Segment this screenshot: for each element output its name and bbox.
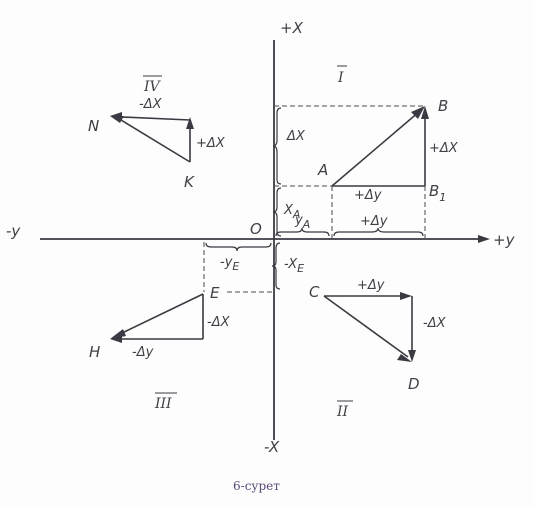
point-n-label: N — [88, 117, 99, 135]
vector-kn — [120, 119, 191, 163]
q1-dy-bottom-brace — [333, 227, 424, 237]
q2-delta-y-label: +Δy — [357, 278, 385, 293]
x-axis-positive-label: +X — [280, 19, 304, 37]
q1-dx-brace — [272, 107, 282, 185]
xa-label: XA — [283, 203, 300, 221]
ya-brace — [275, 227, 330, 237]
vector-minus-dy-h-arrow — [110, 335, 122, 343]
point-k-label: K — [184, 173, 195, 191]
y-axis-positive-label: +y — [493, 231, 516, 249]
q3-delta-x-label: -ΔX — [207, 315, 231, 330]
vector-b1-b-arrow — [421, 106, 429, 119]
point-b-label: B — [438, 97, 448, 115]
ya-label: yA — [294, 213, 310, 231]
point-c-label: C — [309, 283, 320, 301]
x-axis-negative-label: -X — [264, 438, 280, 456]
ye-brace — [205, 242, 272, 252]
vector-eh — [117, 293, 204, 336]
quadrant-2-label: II — [336, 404, 349, 420]
quadrant-3-label: III — [154, 396, 172, 412]
vector-cd-arrow — [397, 354, 412, 362]
vector-ab-arrow — [411, 106, 425, 119]
vector-cd — [323, 295, 409, 358]
point-b1-label: B1 — [429, 182, 446, 204]
vector-minus-dx-d-arrow — [408, 350, 416, 362]
point-a-label: A — [317, 161, 328, 179]
point-h-label: H — [89, 343, 100, 361]
origin-label: O — [250, 220, 262, 238]
figure-caption: 6-сурет — [233, 479, 280, 493]
point-e-label: E — [210, 284, 220, 302]
q1-dy-bottom-label: +Δy — [360, 214, 388, 229]
vector-minus-dx-n — [121, 116, 191, 121]
q2-delta-x-label: -ΔX — [423, 316, 447, 331]
vector-ab — [331, 110, 421, 187]
y-axis-arrow — [478, 235, 490, 243]
vector-c-plus-dy-arrow — [400, 292, 412, 300]
quadrant-4-label: IV — [143, 79, 162, 95]
q1-delta-x-left-label: ΔX — [286, 129, 306, 144]
vector-minus-dx-n-arrow — [110, 112, 122, 120]
q4-delta-x-top-label: -ΔX — [139, 97, 163, 112]
xe-label: -XE — [284, 257, 304, 275]
q1-delta-y-label: +Δy — [354, 188, 382, 203]
quadrant-1-label: I — [337, 70, 344, 86]
xe-brace — [271, 242, 281, 290]
q4-delta-x-right-label: +ΔX — [196, 136, 226, 151]
y-axis-negative-label: -y — [6, 222, 21, 240]
q1-delta-x-right-label: +ΔX — [429, 141, 459, 156]
q3-delta-y-label: -Δy — [132, 345, 154, 360]
ye-label: -yE — [220, 255, 239, 273]
point-d-label: D — [408, 375, 420, 393]
vector-k-plus-dx-arrow — [186, 117, 194, 129]
